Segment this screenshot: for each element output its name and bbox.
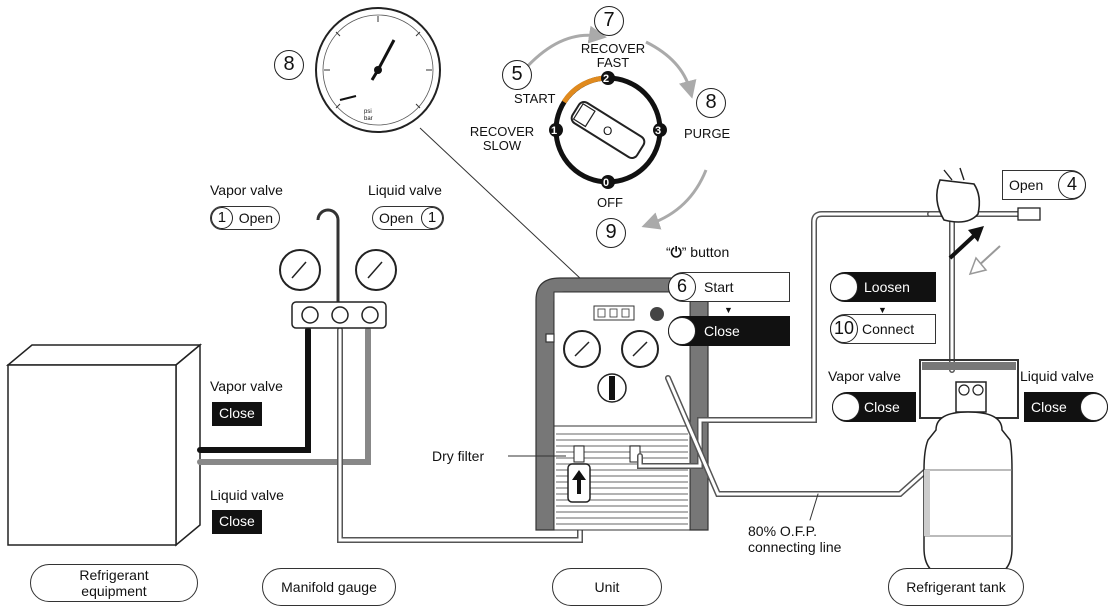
power-icon: ⏻: [670, 244, 682, 260]
manifold-liquid-valve-open: Open 1: [372, 206, 444, 230]
power-close-step: 11 Close: [668, 316, 790, 346]
tank-vapor-close: 2 Close: [832, 392, 916, 422]
dial-purge-label: PURGE: [684, 126, 731, 141]
tank-loosen-step: 3 Loosen: [830, 272, 936, 302]
label-manifold-gauge: Manifold gauge: [262, 568, 396, 606]
manifold-liquid-valve-title: Liquid valve: [368, 182, 442, 198]
ofp-line-label-1: 80% O.F.P.: [748, 523, 818, 539]
dial-step-8: 8: [696, 88, 726, 118]
power-down-arrow: ▼: [724, 305, 733, 315]
equipment-vapor-valve-title: Vapor valve: [210, 378, 283, 394]
ofp-line-label-2: connecting line: [748, 539, 842, 555]
dial-off-label: OFF: [597, 195, 623, 210]
pressure-gauge: [315, 7, 583, 281]
equipment-liquid-close: Close: [212, 510, 262, 534]
dial-position-0: 0: [603, 177, 610, 189]
dial-recover-slow-label: RECOVER SLOW: [469, 124, 535, 153]
tank-down-arrow: ▼: [878, 305, 887, 315]
dial-step-7: 7: [594, 6, 624, 36]
tank-liquid-valve-title: Liquid valve: [1020, 368, 1094, 384]
dial-position-2: 2: [603, 73, 610, 85]
dial-position-1: 1: [551, 125, 558, 137]
gauge-unit-psi: psi: [364, 109, 372, 115]
power-button-title: “⏻” button: [666, 244, 730, 260]
dial-center-mark: O: [603, 124, 613, 138]
hand-icon: [936, 167, 981, 223]
gauge-unit-bar: bar: [364, 116, 373, 122]
dial-position-3: 3: [655, 125, 662, 137]
tank-vapor-valve-title: Vapor valve: [828, 368, 901, 384]
gauge-step-number: 8: [274, 50, 304, 80]
label-refrigerant-tank: Refrigerant tank: [888, 568, 1024, 606]
dial-start-label: START: [514, 91, 556, 106]
manifold-gauge-drawing: [279, 208, 397, 329]
manifold-vapor-valve-title: Vapor valve: [210, 182, 283, 198]
label-refrigerant-equipment: Refrigerant equipment: [30, 564, 198, 602]
equipment-liquid-valve-title: Liquid valve: [210, 487, 284, 503]
equipment-hoses: [197, 327, 583, 543]
label-unit: Unit: [552, 568, 662, 606]
tank-connect-step: 10 Connect: [830, 314, 936, 344]
tank-open-step: Open 4: [1002, 170, 1086, 200]
refrigerant-tank-drawing: [919, 359, 1019, 577]
equipment-vapor-close: Close: [212, 402, 262, 426]
direction-arrows-icon: [948, 226, 1001, 276]
mode-dial: [522, 25, 708, 230]
dial-step-5: 5: [502, 60, 532, 90]
unit-drawing: [508, 277, 709, 531]
dial-recover-fast-label: RECOVER FAST: [580, 41, 646, 70]
dry-filter-label: Dry filter: [432, 448, 485, 464]
refrigerant-equipment-box: [5, 343, 203, 547]
manifold-vapor-valve-open: 1 Open: [210, 206, 280, 230]
dial-step-9: 9: [596, 218, 626, 248]
tank-liquid-close: Close 2: [1024, 392, 1108, 422]
power-start-step: 6 Start: [668, 272, 790, 302]
